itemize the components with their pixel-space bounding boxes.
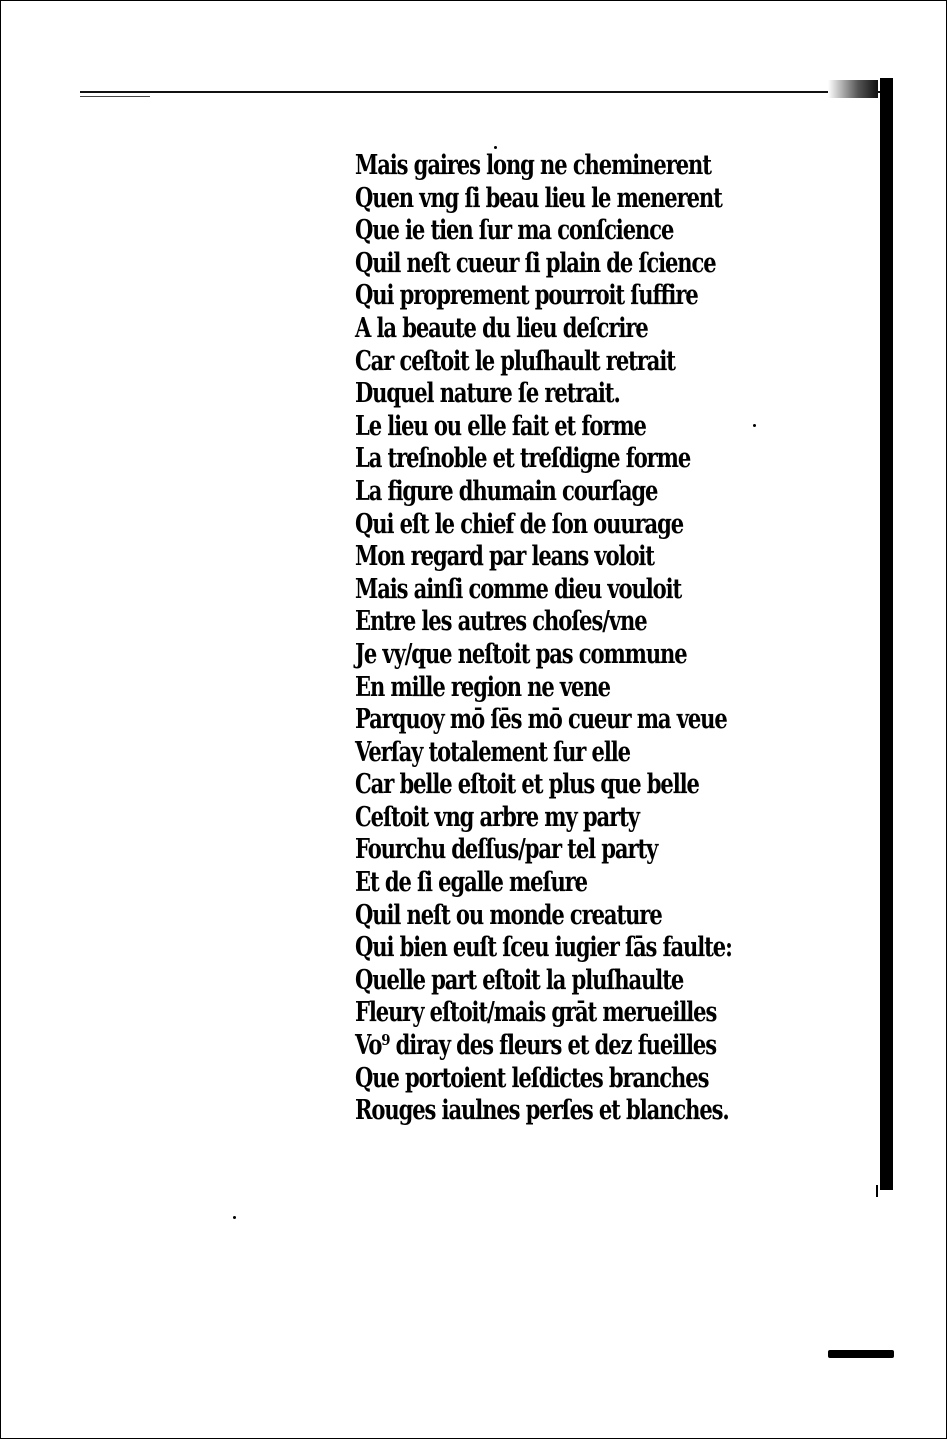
top-rule-line — [80, 91, 880, 93]
verse-line: En mille region ne vene — [355, 671, 611, 703]
verse-line: Verſay totalement ſur elle — [355, 736, 631, 768]
page-edge-tick — [876, 1185, 878, 1197]
speck — [233, 1216, 236, 1219]
page-edge-bar — [880, 78, 893, 1190]
verse-line: Mais ainſi comme dieu vouloit — [355, 573, 682, 605]
speck — [494, 146, 497, 149]
verse-line: A la beaute du lieu deſcrire — [355, 312, 649, 344]
page-corner-shadow — [828, 80, 878, 98]
verse-line: Quen vng ſi beau lieu le menerent — [355, 182, 723, 214]
verse-line: Quil neſt cueur ſi plain de ſcience — [355, 247, 717, 279]
verse-line: Le lieu ou elle fait et forme — [355, 410, 647, 442]
verse-line: Rouges iaulnes perſes et blanches. — [355, 1095, 730, 1127]
verse-line: Et de ſi egalle meſure — [355, 867, 588, 899]
verse-line: Fourchu deſſus/par tel party — [355, 834, 658, 866]
verse-line: Que portoient leſdictes branches — [355, 1062, 709, 1094]
verse-line: Duquel nature ſe retrait. — [355, 378, 621, 410]
verse-line: Qui eſt le chief de ſon ouurage — [355, 508, 684, 540]
verse-line: La figure dhumain courſage — [355, 475, 658, 507]
verse-line: Entre les autres choſes/vne — [355, 606, 648, 638]
verse-line: Quelle part eſtoit la pluſhaulte — [355, 964, 684, 996]
verse-line: Fleury eſtoit/mais grāt merueilles — [355, 997, 717, 1029]
bottom-edge-mark — [828, 1350, 894, 1358]
verse-line: Mon regard par leans voloit — [355, 541, 655, 573]
verse-line: La treſnoble et treſdigne forme — [355, 443, 691, 475]
top-rule-fragment — [80, 96, 150, 97]
verse-line: Quil neſt ou monde creature — [355, 899, 663, 931]
verse-line: Qui bien euſt ſceu iugier ſās faulte: — [355, 932, 733, 964]
verse-line: Je vy/que neſtoit pas commune — [355, 638, 688, 670]
poem-text: Mais gaires long ne cheminerent Quen vng… — [355, 150, 733, 1128]
verse-line: Car ceſtoit le pluſhault retrait — [355, 345, 676, 377]
verse-line: Mais gaires long ne cheminerent — [355, 150, 712, 181]
verse-line: Vo⁹ diray des fleurs et dez fueilles — [355, 1030, 717, 1062]
verse-line: Car belle eſtoit et plus que belle — [355, 769, 700, 801]
verse-line: Parquoy mō ſēs mō cueur ma veue — [355, 704, 728, 736]
speck — [753, 424, 756, 427]
verse-line: Ceſtoit vng arbre my party — [355, 801, 640, 833]
verse-line: Qui proprement pourroit ſuffire — [355, 280, 699, 312]
verse-line: Que ie tien ſur ma conſcience — [355, 215, 674, 247]
